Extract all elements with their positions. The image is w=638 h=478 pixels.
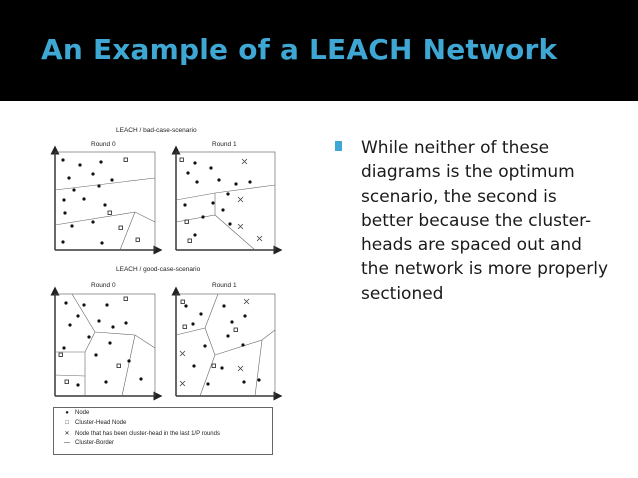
bad-case-label: LEACH / bad-case-scenario	[116, 127, 197, 134]
former-head-cross-icon: ✕	[64, 431, 70, 437]
round-label: Round 0	[91, 282, 116, 289]
panel-bad-round-1	[171, 145, 283, 255]
legend-item-border: —Cluster-Border	[64, 440, 115, 446]
bullet-square-icon	[335, 141, 342, 151]
round-label: Round 0	[91, 141, 116, 148]
legend-item-cluster-head: □Cluster-Head Node	[62, 420, 126, 426]
border-line-icon: —	[64, 440, 70, 446]
panel-good-round-1	[171, 286, 283, 401]
round-label: Round 1	[212, 141, 237, 148]
slide-title: An Example of a LEACH Network	[41, 33, 558, 66]
panel-good-round-0	[50, 286, 163, 401]
bullet-text: While neither of these diagrams is the o…	[361, 138, 608, 304]
diagram-legend: ●Node □Cluster-Head Node ✕Node that has …	[53, 407, 273, 455]
cluster-head-square-icon: □	[65, 420, 69, 426]
good-case-label: LEACH / good-case-scenario	[116, 266, 201, 273]
panel-bad-round-0	[50, 145, 163, 255]
round-label: Round 1	[212, 282, 237, 289]
node-dot-icon: ●	[65, 410, 69, 416]
legend-item-node: ●Node	[62, 410, 89, 416]
legend-item-former-head: ✕Node that has been cluster-head in the …	[62, 430, 220, 437]
title-bar: An Example of a LEACH Network	[0, 0, 638, 101]
